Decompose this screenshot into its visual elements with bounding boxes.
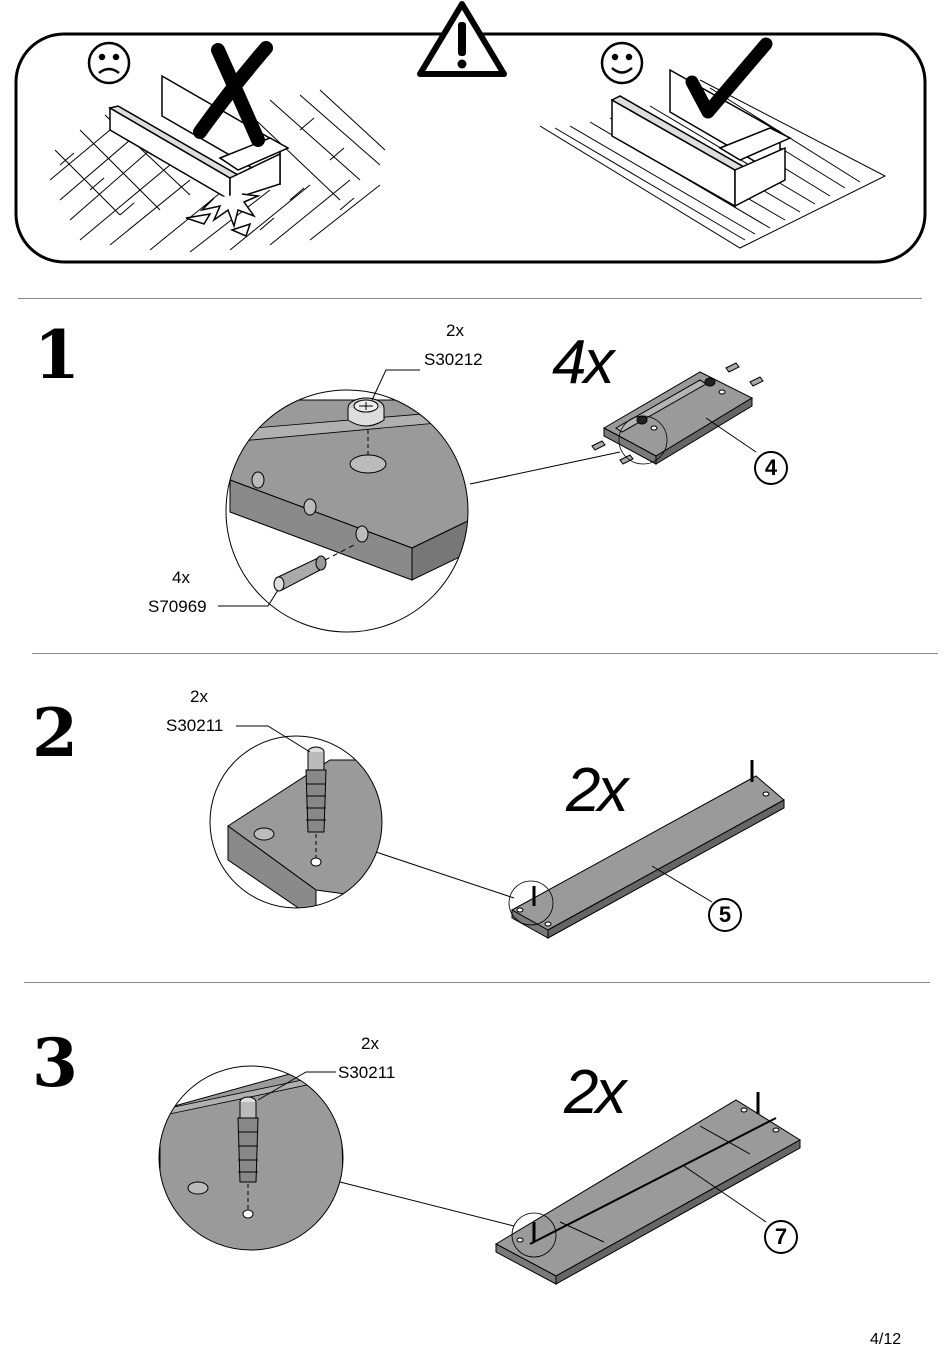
step-2-bolt-qty: 2x [190,687,208,706]
step-1-dowel-code: S70969 [148,597,207,616]
step-2-detail [210,736,382,908]
step-1-dowel-qty: 4x [172,568,190,587]
part-5-badge: 5 [708,898,742,932]
dropped-box [108,74,290,238]
step-1-cam-code: S30212 [424,350,483,369]
part-7-badge: 7 [764,1220,798,1254]
step-3-bolt-code: S30211 [338,1063,396,1082]
step-2-illustration [209,725,785,939]
warning-panel [14,1,927,264]
step-3-number: 3 [32,1024,78,1102]
step-2-bolt-code: S30211 [166,716,224,735]
smiley-face-icon [600,41,644,85]
step-1-number: 1 [34,316,80,394]
step-2-quantity: 2x [566,756,629,825]
cam-lock-fitting [347,397,385,427]
separator-3 [24,982,930,983]
separator-1 [18,298,922,299]
part-4-badge: 4 [754,451,788,485]
board-part-7 [494,1092,801,1285]
step-1-cam-qty: 2x [446,321,464,340]
sad-face-icon [87,41,131,85]
warning-triangle-icon [417,1,507,77]
page-number: 4/12 [870,1331,902,1348]
cross-mark-icon [193,41,273,147]
connector-bolt [305,746,327,833]
shelf-part-4 [591,362,764,465]
connector-bolt [237,1096,259,1183]
step-1-illustration [218,362,764,633]
step-1-detail [226,390,468,632]
tiled-floor [49,89,386,253]
step-2-number: 2 [32,694,78,772]
step-3-detail [159,1066,343,1250]
board-part-5 [510,760,785,939]
check-mark-icon [685,37,773,119]
separator-2 [32,653,938,654]
step-3-bolt-qty: 2x [361,1034,379,1053]
step-1-quantity: 4x [552,328,615,397]
step-3-quantity: 2x [564,1058,627,1127]
wood-dowel [273,543,357,592]
